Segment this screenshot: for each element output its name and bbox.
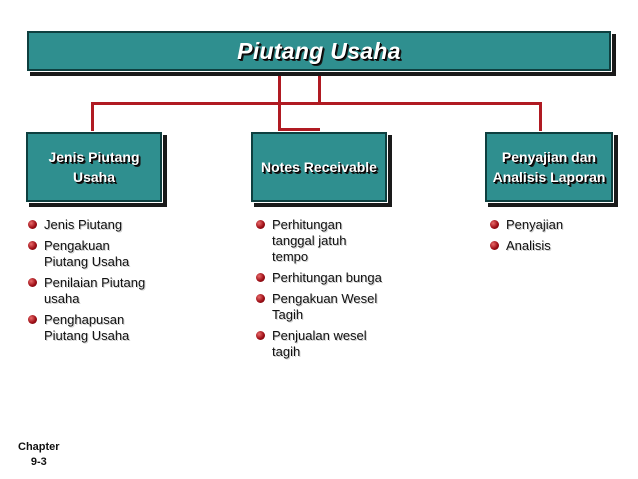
- list-item: Perhitungan bunga: [256, 270, 386, 286]
- list-item: Penghapusan Piutang Usaha: [28, 312, 153, 344]
- branch-label-line: Analisis Laporan: [492, 169, 606, 185]
- chapter-line-1: Chapter: [18, 441, 60, 453]
- branch-box-jenis-piutang: Jenis Piutang Usaha: [25, 131, 163, 203]
- bullet-icon: [28, 241, 37, 250]
- bullet-icon: [256, 220, 265, 229]
- branch-label-line: Usaha: [72, 169, 116, 185]
- bullet-icon: [28, 220, 37, 229]
- connector-mid-stub: [278, 128, 320, 131]
- branch-list-jenis-piutang: Jenis Piutang Pengakuan Piutang Usaha Pe…: [28, 217, 153, 349]
- bullet-icon: [256, 294, 265, 303]
- chapter-line-2: 9-3: [30, 456, 47, 468]
- list-item: Jenis Piutang: [28, 217, 153, 233]
- list-item: Analisis: [490, 238, 600, 254]
- connector-left-drop: [91, 102, 94, 131]
- list-item: Penjualan wesel tagih: [256, 328, 386, 360]
- branch-box-penyajian: Penyajian dan Analisis Laporan: [484, 131, 614, 203]
- bullet-icon: [490, 220, 499, 229]
- branch-label-line: Jenis Piutang: [48, 149, 140, 165]
- list-item: Perhitungan tanggal jatuh tempo: [256, 217, 386, 265]
- connector-trunk: [278, 72, 281, 131]
- connector-trunk-right: [318, 72, 321, 104]
- list-item: Penyajian: [490, 217, 600, 233]
- connector-horizontal: [91, 102, 542, 105]
- bullet-icon: [256, 331, 265, 340]
- bullet-icon: [490, 241, 499, 250]
- bullet-icon: [28, 278, 37, 287]
- connector-right-drop: [539, 102, 542, 131]
- chapter-label: Chapter 9-3: [18, 440, 60, 470]
- title-box: Piutang Usaha: [26, 30, 612, 72]
- list-item: Pengakuan Piutang Usaha: [28, 238, 153, 270]
- bullet-icon: [256, 273, 265, 282]
- list-item: Penilaian Piutang usaha: [28, 275, 153, 307]
- bullet-icon: [28, 315, 37, 324]
- branch-label-line: Notes Receivable: [261, 159, 377, 175]
- list-item: Pengakuan Wesel Tagih: [256, 291, 386, 323]
- diagram-title: Piutang Usaha: [237, 37, 401, 64]
- branch-label-line: Penyajian dan: [501, 149, 597, 165]
- branch-box-notes-receivable: Notes Receivable: [250, 131, 388, 203]
- branch-list-notes-receivable: Perhitungan tanggal jatuh tempo Perhitun…: [256, 217, 386, 365]
- branch-list-penyajian: Penyajian Analisis: [490, 217, 600, 259]
